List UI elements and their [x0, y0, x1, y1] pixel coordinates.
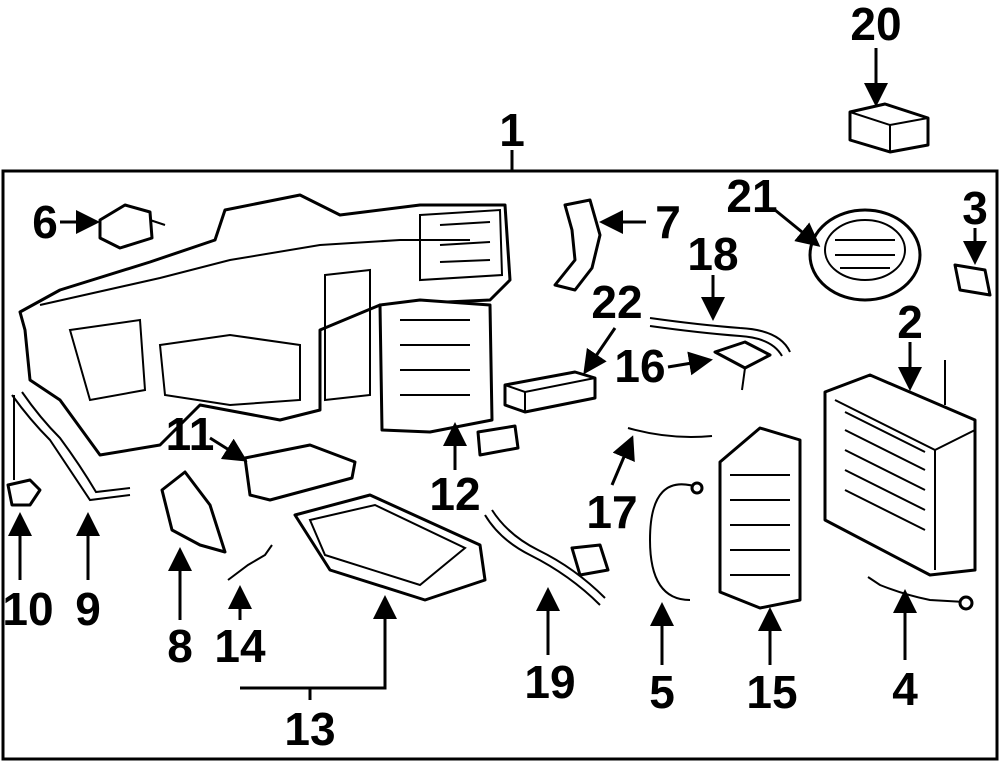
callout-8: 8: [167, 620, 193, 672]
part-19-harness: [484, 509, 610, 606]
part-12-case-panel: [378, 298, 520, 457]
callout-20: 20: [850, 0, 901, 50]
part-22-filter: [503, 370, 597, 414]
callout-18: 18: [687, 228, 738, 280]
part-13-lower-case: [293, 493, 487, 602]
callout-7: 7: [655, 196, 681, 248]
part-2-evaporator: [823, 360, 977, 577]
callout-11: 11: [166, 408, 215, 460]
callout-22: 22: [591, 276, 642, 328]
callout-13: 13: [284, 703, 335, 755]
callout-16: 16: [614, 340, 665, 392]
part-15-heater-core: [718, 426, 802, 610]
part-18-hose: [649, 317, 791, 357]
part-20-control-module: [848, 102, 930, 154]
callout-5: 5: [649, 666, 675, 718]
part-4-sensor: [867, 576, 974, 611]
leader-11: [209, 436, 248, 462]
leader-22: [583, 327, 617, 375]
callout-2: 2: [897, 296, 923, 348]
part-10-sensor: [6, 395, 42, 507]
callout-14: 14: [214, 620, 266, 672]
leader-13: [240, 595, 397, 690]
assembly-border: [1, 169, 999, 761]
part-21-blower-motor: [808, 208, 922, 302]
callout-1: 1: [499, 104, 525, 156]
part-11-duct: [243, 443, 357, 502]
part-8-servo: [160, 470, 227, 554]
callout-4: 4: [892, 663, 918, 715]
leader-16: [667, 351, 713, 376]
part-6-actuator: [98, 203, 166, 250]
callout-21: 21: [726, 170, 777, 222]
callout-10: 10: [2, 583, 53, 635]
part-3-switch: [953, 263, 992, 297]
part-16-valve: [713, 340, 772, 391]
leader-17: [610, 435, 635, 486]
callout-15: 15: [746, 666, 797, 718]
callout-9: 9: [75, 583, 101, 635]
part-17-hose: [627, 427, 713, 438]
callout-19: 19: [524, 656, 575, 708]
part-5-cable: [648, 481, 704, 601]
part-9-hose: [11, 391, 131, 502]
callout-6: 6: [32, 196, 58, 248]
part-7-bracket: [553, 198, 602, 292]
leader-21: [774, 208, 821, 247]
callout-3: 3: [962, 182, 988, 234]
callout-12: 12: [429, 468, 480, 520]
callout-17: 17: [586, 486, 637, 538]
part-14-hose: [227, 544, 273, 581]
